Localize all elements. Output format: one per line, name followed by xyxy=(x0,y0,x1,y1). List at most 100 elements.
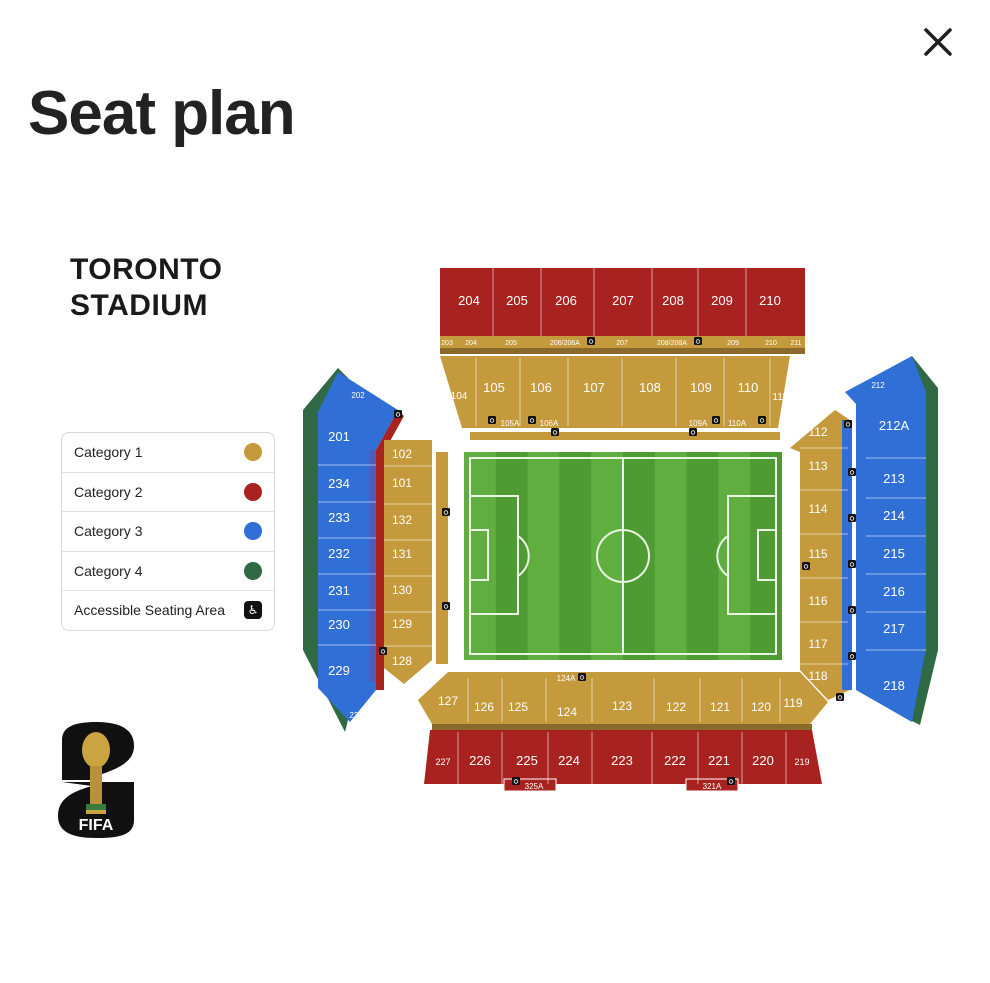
section-112[interactable]: 112 xyxy=(808,425,827,439)
section-212A[interactable]: 212A xyxy=(879,418,910,433)
stadium-name: TORONTO STADIUM xyxy=(70,252,222,324)
section-232[interactable]: 232 xyxy=(328,546,350,561)
section-201[interactable]: 201 xyxy=(328,429,350,444)
section-sub-106A[interactable]: 106A xyxy=(540,419,559,428)
south-lower-stand xyxy=(418,672,828,724)
pitch-stripe xyxy=(718,452,751,660)
section-122[interactable]: 122 xyxy=(666,700,686,714)
section-102[interactable]: 102 xyxy=(392,447,412,461)
accessible-seating-icon xyxy=(712,416,720,424)
section-101[interactable]: 101 xyxy=(392,476,412,490)
section-116[interactable]: 116 xyxy=(808,594,827,608)
east-inner-stand xyxy=(790,410,850,700)
section-sub-325A[interactable]: 325A xyxy=(525,782,544,791)
section-strip-205[interactable]: 205 xyxy=(505,340,517,347)
section-strip-210[interactable]: 210 xyxy=(765,340,777,347)
section-217[interactable]: 217 xyxy=(883,621,905,636)
section-strip-206-206A[interactable]: 206/206A xyxy=(550,340,580,347)
section-208[interactable]: 208 xyxy=(662,293,684,308)
section-213[interactable]: 213 xyxy=(883,471,905,486)
section-230[interactable]: 230 xyxy=(328,617,350,632)
section-109[interactable]: 109 xyxy=(690,380,712,395)
section-215[interactable]: 215 xyxy=(883,546,905,561)
section-strip-207[interactable]: 207 xyxy=(616,340,628,347)
pitch-stripe xyxy=(527,452,560,660)
close-button[interactable] xyxy=(918,22,958,62)
section-229[interactable]: 229 xyxy=(328,663,350,678)
section-205[interactable]: 205 xyxy=(506,293,528,308)
section-210[interactable]: 210 xyxy=(759,293,781,308)
section-130[interactable]: 130 xyxy=(392,583,412,597)
section-106[interactable]: 106 xyxy=(530,380,552,395)
west-red-aisle xyxy=(376,410,404,690)
section-115[interactable]: 115 xyxy=(808,547,827,561)
section-110[interactable]: 110 xyxy=(738,380,759,395)
section-125[interactable]: 125 xyxy=(508,700,528,714)
section-204[interactable]: 204 xyxy=(458,293,480,308)
section-222[interactable]: 222 xyxy=(664,753,686,768)
section-104[interactable]: 104 xyxy=(451,391,468,402)
section-209[interactable]: 209 xyxy=(711,293,733,308)
section-strip-211[interactable]: 211 xyxy=(790,340,801,347)
accessible-seating-icon xyxy=(848,606,856,614)
section-225[interactable]: 225 xyxy=(516,753,538,768)
section-114[interactable]: 114 xyxy=(808,502,827,516)
section-120[interactable]: 120 xyxy=(751,700,771,714)
section-226[interactable]: 226 xyxy=(469,753,491,768)
south-walkway xyxy=(432,724,812,730)
section-234[interactable]: 234 xyxy=(328,476,350,491)
section-128[interactable]: 128 xyxy=(392,654,412,668)
section-220[interactable]: 220 xyxy=(752,753,774,768)
section-sub-109A[interactable]: 109A xyxy=(689,419,708,428)
section-228[interactable]: 228 xyxy=(349,711,363,720)
section-219[interactable]: 219 xyxy=(794,757,809,767)
section-sub-110A[interactable]: 110A xyxy=(728,419,747,428)
section-123[interactable]: 123 xyxy=(612,699,632,713)
section-221[interactable]: 221 xyxy=(708,753,730,768)
stadium-seat-map[interactable]: 204 205 206 207 208 209 210 203 204 205 206/206A 20… xyxy=(290,260,950,800)
pitch-stripe xyxy=(464,452,496,660)
section-118[interactable]: 118 xyxy=(808,669,827,683)
section-214[interactable]: 214 xyxy=(883,508,905,523)
section-233[interactable]: 233 xyxy=(328,510,350,525)
section-132[interactable]: 132 xyxy=(392,513,412,527)
section-105[interactable]: 105 xyxy=(483,380,505,395)
section-108[interactable]: 108 xyxy=(639,380,661,395)
fifa-world-cup-26-logo: FIFA xyxy=(58,722,134,838)
section-207[interactable]: 207 xyxy=(612,293,634,308)
section-231[interactable]: 231 xyxy=(328,583,350,598)
section-strip-209[interactable]: 209 xyxy=(727,340,739,347)
section-sub-105A[interactable]: 105A xyxy=(501,419,520,428)
accessible-seating-icon xyxy=(394,410,402,418)
section-sub-321A[interactable]: 321A xyxy=(703,782,722,791)
section-strip-208-208A[interactable]: 208/208A xyxy=(657,340,687,347)
section-224[interactable]: 224 xyxy=(558,753,580,768)
section-126[interactable]: 126 xyxy=(474,700,494,714)
section-216[interactable]: 216 xyxy=(883,584,905,599)
legend-label: Category 2 xyxy=(74,483,143,500)
section-strip-204[interactable]: 204 xyxy=(465,340,477,347)
section-129[interactable]: 129 xyxy=(392,617,412,631)
section-113[interactable]: 113 xyxy=(808,459,827,473)
section-218[interactable]: 218 xyxy=(883,678,905,693)
section-121[interactable]: 121 xyxy=(710,700,730,714)
category-3-swatch xyxy=(244,522,262,541)
east-outer-green-edge xyxy=(905,356,938,725)
section-sub-124A[interactable]: 124A xyxy=(557,674,576,683)
section-223[interactable]: 223 xyxy=(611,753,633,768)
section-119[interactable]: 119 xyxy=(783,696,802,710)
section-111[interactable]: 111 xyxy=(772,392,788,403)
section-227[interactable]: 227 xyxy=(435,757,450,767)
section-212[interactable]: 212 xyxy=(871,381,885,390)
section-131[interactable]: 131 xyxy=(392,547,412,561)
accessible-seating-icon xyxy=(848,560,856,568)
section-117[interactable]: 117 xyxy=(808,637,827,651)
west-inner-gold-strip xyxy=(436,452,448,664)
wheelchair-icon: ♿ xyxy=(244,601,262,620)
section-202[interactable]: 202 xyxy=(351,391,365,400)
section-124[interactable]: 124 xyxy=(557,705,577,719)
section-strip-203[interactable]: 203 xyxy=(441,340,453,347)
section-127[interactable]: 127 xyxy=(438,694,458,708)
section-206[interactable]: 206 xyxy=(555,293,577,308)
section-107[interactable]: 107 xyxy=(583,380,605,395)
